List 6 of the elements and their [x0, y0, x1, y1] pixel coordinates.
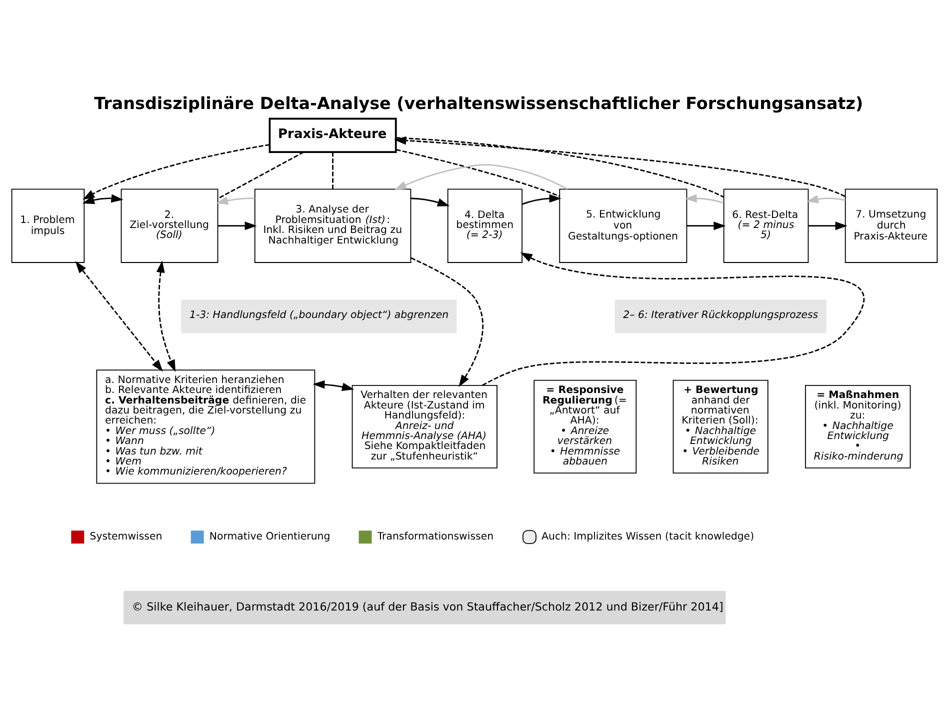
caption: © Silke Kleihauer, Darmstadt 2016/2019 (auf der Basis von Stauffacher/Scholz 2012 und Bizer/Führ 2014]	[132, 600, 724, 614]
legend-label: Auch: Implizites Wissen (tacit knowledge)	[542, 532, 754, 543]
legend-label: Transformationswissen	[377, 532, 494, 543]
legend-label: Normative Orientierung	[209, 532, 330, 543]
diagram-title: Transdisziplinäre Delta-Analyse (verhaltenswissenschaftlicher Forschungsansatz)	[94, 94, 864, 113]
legend-label: Systemwissen	[90, 532, 162, 543]
